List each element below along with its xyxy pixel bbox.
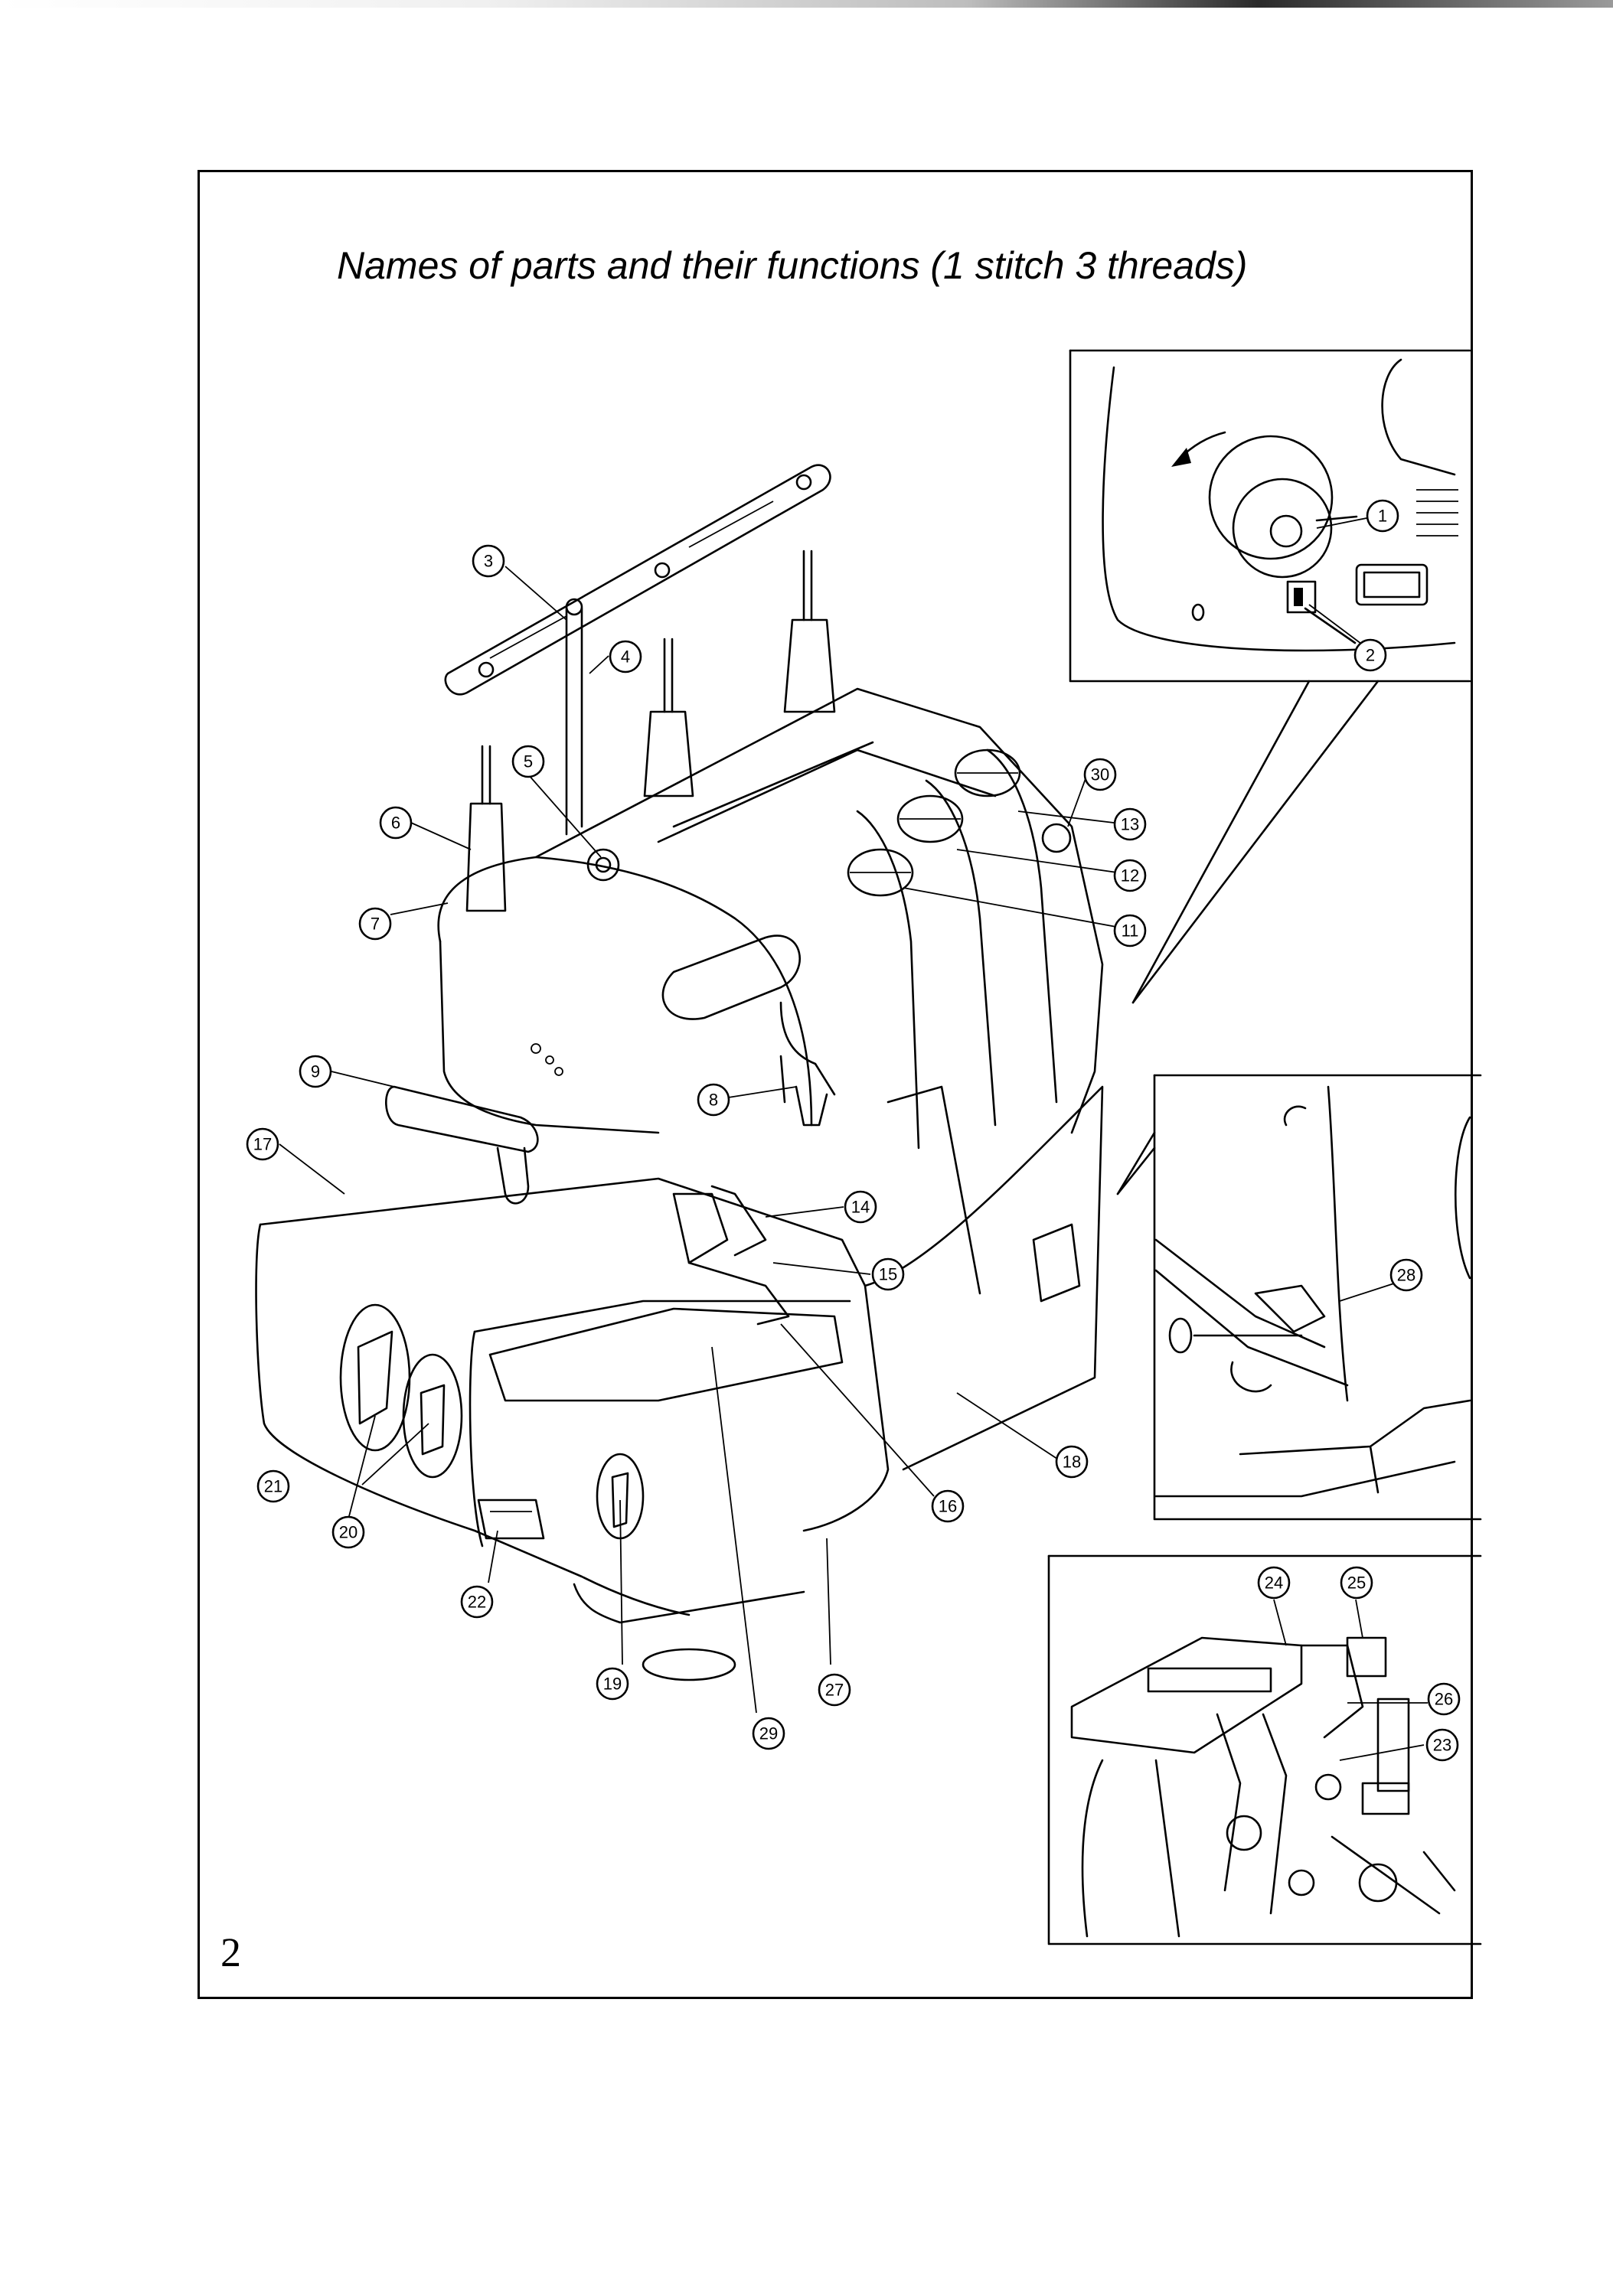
inset-handwheel-switch bbox=[1069, 349, 1471, 1004]
svg-text:21: 21 bbox=[264, 1477, 282, 1496]
svg-text:24: 24 bbox=[1265, 1574, 1283, 1593]
callout-17: 17 bbox=[246, 1127, 279, 1161]
svg-text:9: 9 bbox=[311, 1062, 320, 1081]
page-title: Names of parts and their functions (1 st… bbox=[337, 244, 1248, 287]
callout-18: 18 bbox=[1055, 1445, 1089, 1479]
svg-text:30: 30 bbox=[1091, 765, 1109, 784]
callout-13: 13 bbox=[1113, 807, 1147, 841]
svg-text:6: 6 bbox=[391, 814, 400, 833]
thread-guide-bar bbox=[444, 464, 831, 696]
svg-text:20: 20 bbox=[339, 1523, 358, 1542]
svg-text:22: 22 bbox=[468, 1593, 486, 1612]
svg-text:13: 13 bbox=[1121, 815, 1139, 834]
callout-26: 26 bbox=[1427, 1682, 1461, 1716]
svg-text:14: 14 bbox=[851, 1198, 870, 1217]
bed-top bbox=[488, 1307, 844, 1402]
callout-15: 15 bbox=[871, 1257, 905, 1291]
diagram-frame bbox=[198, 170, 1473, 1999]
svg-text:28: 28 bbox=[1397, 1266, 1415, 1285]
svg-text:15: 15 bbox=[879, 1265, 897, 1284]
svg-text:23: 23 bbox=[1433, 1736, 1451, 1755]
svg-text:11: 11 bbox=[1122, 921, 1139, 941]
svg-text:2: 2 bbox=[1366, 646, 1375, 665]
callout-14: 14 bbox=[844, 1190, 877, 1224]
svg-text:19: 19 bbox=[603, 1675, 622, 1694]
callout-29: 29 bbox=[752, 1717, 785, 1750]
callout-4: 4 bbox=[609, 640, 642, 673]
callout-20: 20 bbox=[331, 1515, 365, 1549]
svg-text:8: 8 bbox=[709, 1091, 718, 1110]
callout-21: 21 bbox=[256, 1469, 290, 1503]
callout-30: 30 bbox=[1083, 758, 1117, 791]
svg-text:7: 7 bbox=[371, 915, 380, 934]
callout-7: 7 bbox=[358, 907, 392, 941]
serger-machine bbox=[255, 464, 1104, 1681]
callout-24: 24 bbox=[1257, 1566, 1291, 1600]
callout-19: 19 bbox=[596, 1667, 629, 1701]
callout-3: 3 bbox=[472, 544, 505, 578]
callout-8: 8 bbox=[697, 1083, 730, 1117]
callout-9: 9 bbox=[299, 1055, 332, 1088]
callout-5: 5 bbox=[511, 745, 545, 778]
callout-16: 16 bbox=[931, 1489, 965, 1523]
svg-text:12: 12 bbox=[1121, 866, 1139, 885]
svg-text:17: 17 bbox=[253, 1135, 272, 1154]
svg-text:18: 18 bbox=[1063, 1453, 1081, 1472]
svg-text:5: 5 bbox=[524, 752, 533, 771]
callout-12: 12 bbox=[1113, 859, 1147, 892]
callout-25: 25 bbox=[1340, 1566, 1373, 1600]
page-number: 2 bbox=[220, 1929, 241, 1975]
scan-edge-artifact bbox=[0, 0, 1613, 8]
callout-22: 22 bbox=[460, 1585, 494, 1619]
callout-28: 28 bbox=[1389, 1258, 1423, 1292]
callout-27: 27 bbox=[818, 1673, 851, 1707]
callout-11: 11 bbox=[1113, 914, 1147, 947]
svg-text:4: 4 bbox=[621, 647, 630, 667]
svg-text:3: 3 bbox=[484, 552, 493, 571]
inset-looper-detail bbox=[1116, 1074, 1482, 1521]
callout-6: 6 bbox=[379, 806, 413, 840]
callout-2: 2 bbox=[1353, 638, 1387, 672]
inset-needle-plate bbox=[1047, 1554, 1482, 1945]
callout-1: 1 bbox=[1366, 499, 1399, 533]
svg-text:29: 29 bbox=[759, 1724, 778, 1743]
svg-text:26: 26 bbox=[1435, 1690, 1453, 1709]
svg-text:16: 16 bbox=[939, 1497, 957, 1516]
callout-23: 23 bbox=[1425, 1728, 1459, 1762]
svg-text:27: 27 bbox=[825, 1681, 844, 1700]
leader-lines bbox=[279, 514, 1428, 1761]
svg-text:1: 1 bbox=[1378, 507, 1387, 526]
cover-window bbox=[661, 934, 801, 1020]
svg-text:25: 25 bbox=[1347, 1574, 1366, 1593]
